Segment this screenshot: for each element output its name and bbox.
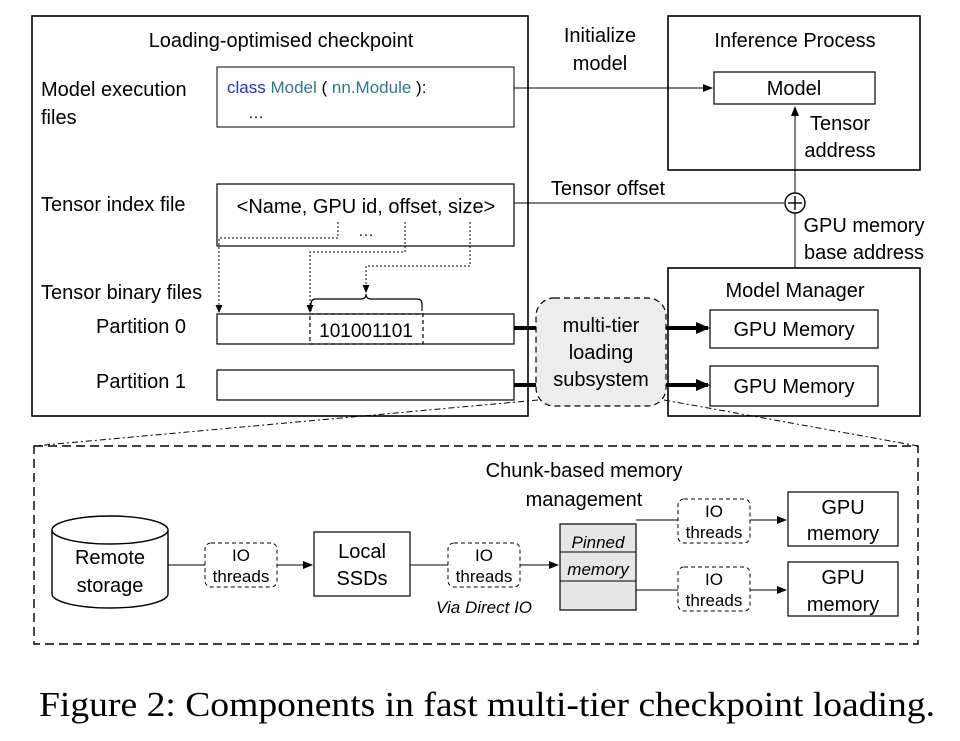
chunk-title-2: management — [526, 489, 643, 511]
zoom-guide-right — [663, 399, 919, 447]
code-paren-close: ): — [416, 78, 426, 97]
remote-storage-label-2: storage — [77, 575, 144, 597]
exec-files-label-2: files — [41, 107, 77, 129]
initialize-label-2: model — [573, 53, 627, 75]
threads-label-3: threads — [686, 523, 743, 542]
code-model-name: Model — [270, 78, 316, 97]
loading-subsystem-line-2: loading — [569, 342, 634, 364]
binary-files-label: Tensor binary files — [41, 282, 202, 304]
io-label-4: IO — [705, 570, 723, 589]
initialize-label-1: Initialize — [564, 25, 636, 47]
index-tuple: <Name, GPU id, offset, size> — [237, 196, 496, 218]
io-threads-box-3 — [677, 498, 751, 544]
io-threads-box-4 — [677, 566, 751, 612]
chunk-title-1: Chunk-based memory — [486, 460, 683, 482]
io-label-2: IO — [475, 546, 493, 565]
code-box — [216, 66, 515, 128]
pinned-label-2: memory — [567, 560, 630, 579]
remote-storage-cylinder — [51, 515, 169, 609]
gpu-memory-box-1 — [709, 309, 879, 349]
gpu-detail-2-label-2: memory — [807, 594, 879, 616]
exec-files-label-1: Model execution — [41, 79, 187, 101]
gpu-memory-detail-2 — [787, 561, 899, 617]
tensor-brace — [310, 293, 423, 311]
model-manager-box — [667, 267, 921, 417]
tensor-offset-label: Tensor offset — [551, 178, 666, 200]
gpu-memory-label-2: GPU Memory — [733, 376, 854, 398]
partition-1-label: Partition 1 — [96, 371, 186, 393]
index-file-label: Tensor index file — [41, 194, 186, 216]
local-ssd-label-1: Local — [338, 541, 386, 563]
pinned-memory-stack — [559, 523, 637, 611]
pinned-label-1: Pinned — [572, 533, 625, 552]
figure-caption: Figure 2: Components in fast multi-tier … — [39, 685, 935, 724]
index-box — [216, 183, 515, 247]
code-base-class: nn.Module — [332, 78, 411, 97]
local-ssd-box — [313, 531, 411, 597]
code-paren-open: ( — [322, 78, 328, 97]
model-manager-title: Model Manager — [726, 280, 865, 302]
partition-0-label: Partition 0 — [96, 316, 186, 338]
pointer-gpu-id — [215, 222, 339, 313]
gpu-detail-1-label-1: GPU — [821, 497, 864, 519]
threads-label-1: threads — [213, 567, 270, 586]
loading-subsystem — [535, 297, 667, 407]
threads-label-2: threads — [456, 567, 513, 586]
gpu-detail-2-label-1: GPU — [821, 567, 864, 589]
loading-subsystem-line-3: subsystem — [553, 369, 649, 391]
model-box — [713, 71, 876, 105]
index-ellipsis: … — [358, 223, 374, 240]
local-ssd-label-2: SSDs — [336, 568, 387, 590]
tensor-address-label-1: Tensor — [810, 113, 870, 135]
detail-box — [33, 445, 919, 645]
code-line: class Model ( nn.Module ): — [227, 78, 426, 97]
io-label-3: IO — [705, 502, 723, 521]
zoom-guide-left — [33, 399, 539, 447]
checkpoint-box — [31, 15, 529, 417]
io-threads-box-1 — [204, 542, 278, 588]
inference-process-title: Inference Process — [714, 30, 875, 52]
tensor-bytes-box — [309, 313, 424, 345]
checkpoint-title: Loading-optimised checkpoint — [149, 30, 414, 52]
loading-subsystem-line-1: multi-tier — [563, 315, 640, 337]
code-keyword-class: class — [227, 78, 266, 97]
io-threads-box-2 — [447, 542, 521, 588]
tensor-address-label-2: address — [804, 140, 875, 162]
partition-1-bar — [216, 369, 515, 401]
pointer-size — [362, 222, 471, 293]
pointer-offset — [306, 222, 406, 313]
gpu-memory-label-1: GPU Memory — [733, 319, 854, 341]
direct-io-label: Via Direct IO — [436, 598, 532, 617]
gpu-memory-detail-1 — [787, 491, 899, 547]
gpu-base-label-1: GPU memory — [803, 215, 924, 237]
tensor-bytes: 101001101 — [319, 321, 413, 342]
inference-process-box — [667, 15, 921, 171]
threads-label-4: threads — [686, 591, 743, 610]
model-label: Model — [767, 78, 821, 100]
remote-storage-label-1: Remote — [75, 547, 145, 569]
gpu-base-label-2: base address — [804, 242, 924, 264]
gpu-memory-box-2 — [709, 365, 879, 407]
code-ellipsis: … — [248, 105, 264, 122]
gpu-detail-1-label-2: memory — [807, 523, 879, 545]
io-label-1: IO — [232, 546, 250, 565]
